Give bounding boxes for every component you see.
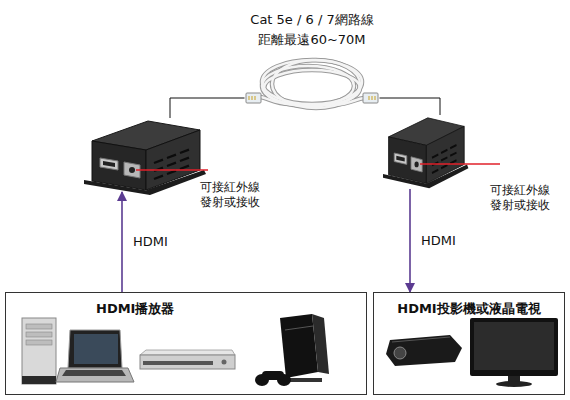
hdmi-extender bbox=[383, 118, 468, 188]
laptop-keyboard bbox=[62, 370, 126, 376]
cable-node: Cat 5e / 6 / 7網路線距離最遠60~70M bbox=[245, 4, 380, 124]
dvd-player bbox=[140, 350, 235, 369]
box-title: HDMI投影機或液晶電視 bbox=[397, 301, 540, 317]
ir-note: 可接紅外線 發射或接收 bbox=[490, 183, 556, 213]
monitor-screen bbox=[474, 322, 554, 370]
rj45-plug bbox=[363, 93, 378, 103]
leader-line bbox=[420, 163, 500, 164]
tower-body bbox=[22, 318, 56, 384]
cable-line bbox=[170, 98, 245, 118]
pc-tower bbox=[22, 318, 56, 384]
plug-contacts bbox=[249, 96, 255, 100]
source-box: HDMI播放器 bbox=[5, 292, 367, 395]
console-side bbox=[312, 314, 329, 374]
laptop bbox=[56, 330, 134, 382]
cable-coil-outline bbox=[260, 60, 364, 108]
leader-line bbox=[136, 169, 208, 170]
drive-bay bbox=[26, 340, 52, 345]
projector-lens bbox=[394, 347, 406, 359]
hdmi-extender bbox=[84, 121, 206, 195]
ir-note: 可接紅外線 發射或接收 bbox=[200, 180, 266, 210]
hdmi-arrow bbox=[121, 192, 123, 292]
projector bbox=[386, 335, 462, 366]
box-title: HDMI播放器 bbox=[96, 301, 174, 317]
display-box: HDMI投影機或液晶電視 bbox=[373, 292, 565, 395]
projector-edge bbox=[392, 337, 450, 342]
player-front bbox=[140, 355, 235, 369]
game-console bbox=[255, 314, 329, 386]
drive-bay bbox=[26, 324, 52, 329]
extender-node: 可接紅外線 發射或接收 bbox=[84, 118, 206, 192]
laptop-base bbox=[56, 368, 134, 382]
cable-line bbox=[380, 98, 441, 115]
monitor-foot bbox=[496, 381, 532, 387]
projector-body bbox=[386, 335, 462, 366]
network-cable bbox=[246, 60, 378, 108]
console-body bbox=[280, 314, 318, 378]
player-top bbox=[140, 350, 235, 355]
laptop-display bbox=[74, 334, 118, 364]
rj45-plug bbox=[246, 93, 261, 103]
hdmi-arrow bbox=[409, 189, 411, 292]
lcd-monitor bbox=[470, 318, 558, 387]
cable-spec: 距離最遠60~70M bbox=[258, 30, 365, 50]
cable-coil bbox=[260, 60, 364, 108]
edge-label: HDMI bbox=[419, 233, 458, 249]
player-button bbox=[222, 360, 227, 365]
monitor-frame bbox=[470, 318, 558, 376]
cable-spec: Cat 5e / 6 / 7網路線 bbox=[250, 10, 373, 30]
player-tray bbox=[143, 361, 213, 365]
tower-base bbox=[22, 376, 56, 384]
plug-contacts bbox=[369, 96, 375, 100]
controller-body bbox=[262, 371, 284, 380]
drive-bay bbox=[26, 332, 52, 337]
edge-label: HDMI bbox=[131, 234, 170, 250]
laptop-screen bbox=[68, 330, 122, 368]
extender-node: 可接紅外線 發射或接收 bbox=[383, 115, 469, 189]
console-line bbox=[285, 326, 313, 330]
